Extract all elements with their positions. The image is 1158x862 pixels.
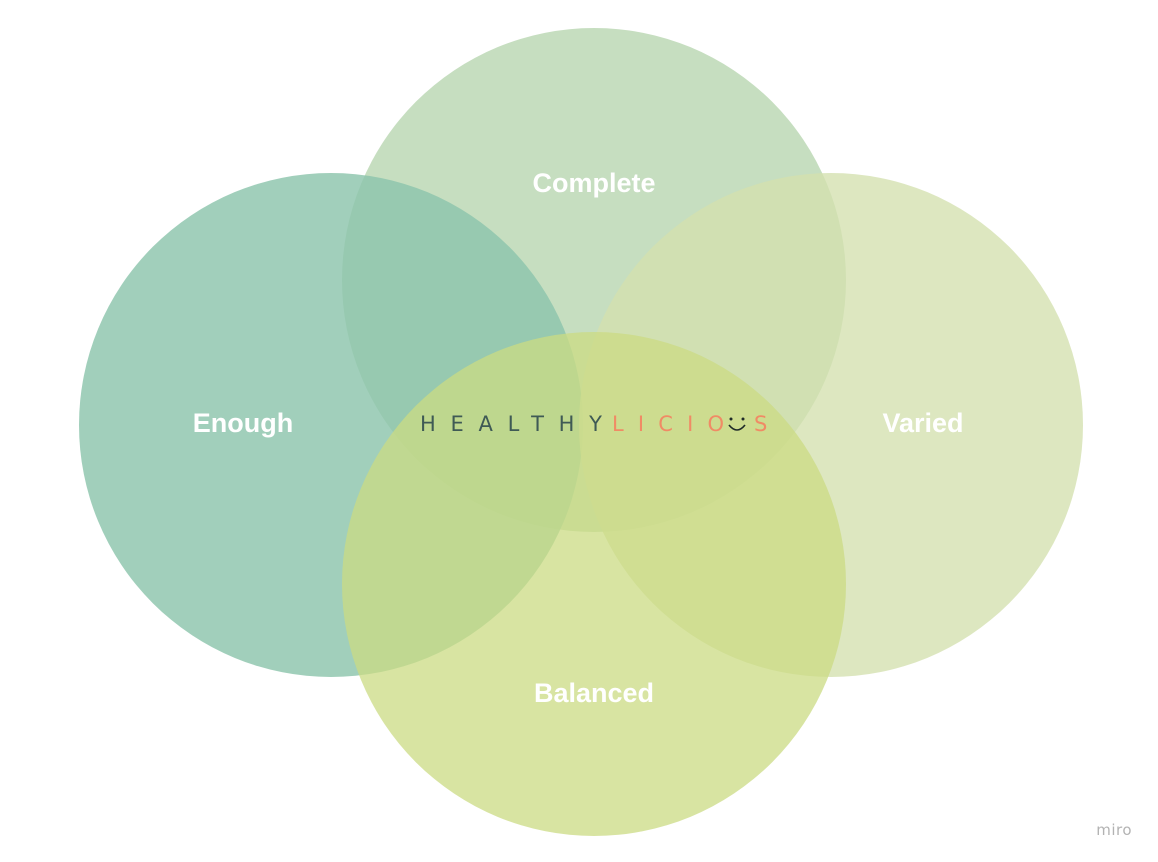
- label-balanced: Balanced: [534, 678, 654, 708]
- smiley-icon: [728, 417, 746, 431]
- label-enough: Enough: [193, 408, 293, 438]
- circle-balanced[interactable]: [342, 332, 846, 836]
- label-varied: Varied: [882, 408, 963, 438]
- label-complete: Complete: [532, 168, 655, 198]
- miro-watermark: miro: [1096, 821, 1132, 839]
- logo-text-healthy: HEALTHY: [420, 412, 602, 436]
- logo-text-s: S: [754, 412, 767, 436]
